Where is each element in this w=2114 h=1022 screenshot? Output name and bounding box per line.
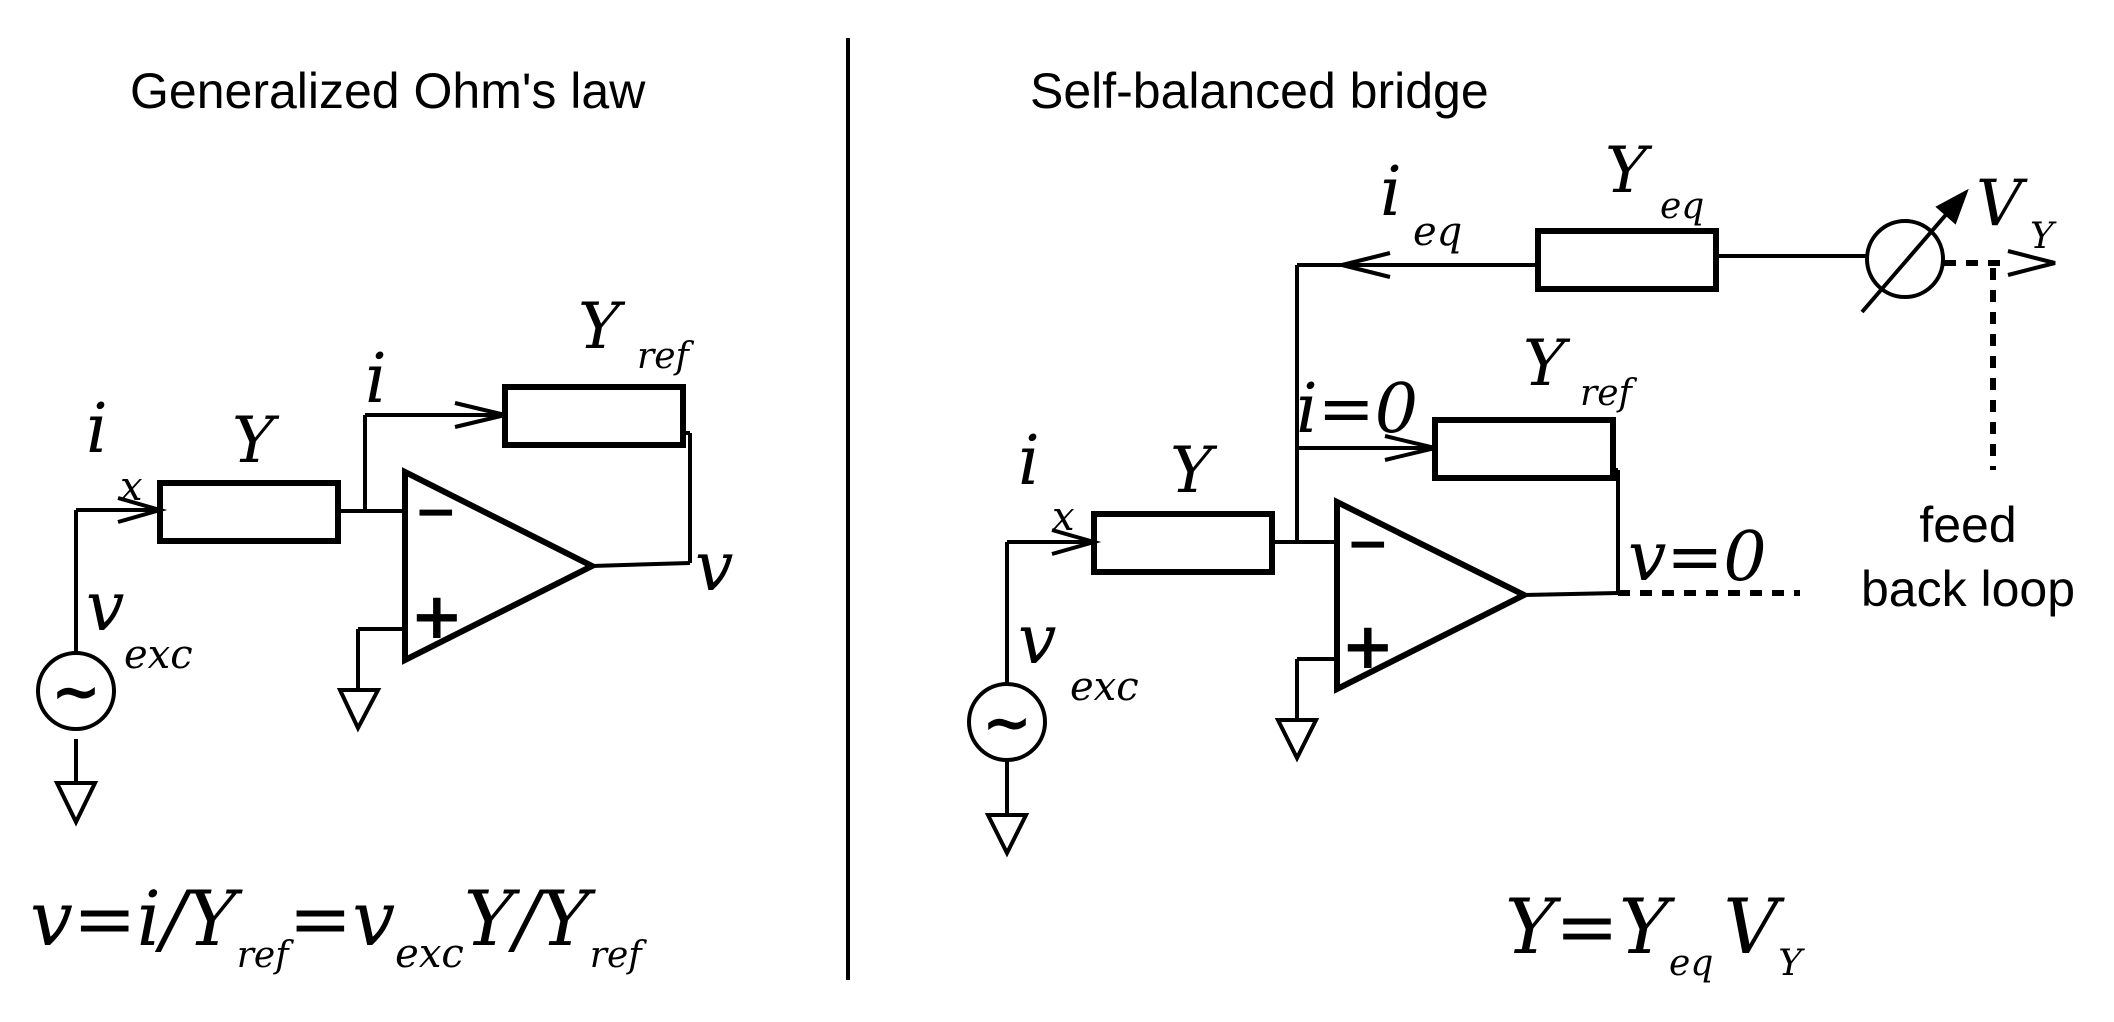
right-label-vexc: v [1018,601,1056,680]
right-label-ieq: i [1380,153,1402,232]
right-ieq-arrow-icon [1341,251,1391,279]
right-plus-icon: + [1341,610,1395,684]
left-minus-icon: − [414,482,458,542]
right-label-yeq-sub: eq [1660,186,1704,227]
right-op-amp-icon [1334,497,1531,694]
left-source-ground-icon [53,781,99,827]
right-resistor-y [1091,511,1275,575]
right-opamp-ground-icon [1274,718,1320,763]
right-feedback-label-line2: back loop [1861,561,2075,617]
left-label-ix-sub: x [120,464,143,510]
right-label-ieq-sub: eq [1413,209,1462,255]
left-output-wire [591,561,691,568]
left-opamp-ground-icon [336,688,382,733]
right-minus-icon: − [1346,514,1390,574]
right-feedback-label-line1: feed [1919,497,2016,553]
left-resistor-y [157,480,341,544]
right-resistor-yref [1432,417,1616,481]
right-label-ix-sub: x [1052,494,1075,540]
right-variable-arrow-shaft [1860,208,1952,314]
left-label-ix: i [86,390,108,469]
right-label-vy: V [1976,167,2028,241]
left-plus-icon: + [410,580,464,654]
right-label-vy-sub: Y [2030,216,2057,257]
left-panel: Generalized Ohm's law ~ − + i x [30,63,733,977]
right-title: Self-balanced bridge [1030,63,1489,119]
right-source-ground-icon [984,813,1030,858]
right-label-yref-sub: ref [1580,373,1638,414]
right-variable-arrow-icon [1935,188,1969,225]
right-label-y: Y [1170,434,1218,508]
right-label-yref: Y [1523,327,1571,401]
right-vy-arrow-icon [2007,249,2056,277]
left-label-yref: Y [578,290,626,364]
left-label-yref-sub: ref [637,336,695,377]
left-equation: v=i/Yref=vexcY/Yref [30,874,647,977]
right-tilde-icon: ~ [982,688,1032,758]
left-resistor-yref [502,384,686,448]
left-op-amp-icon [402,467,599,665]
left-label-vexc: v [86,568,124,647]
left-label-v: v [695,528,733,607]
right-panel: Self-balanced bridge ~ [967,63,2075,984]
right-variable-source-icon [1865,219,1945,299]
left-label-i: i [365,340,387,419]
right-label-yeq: Y [1605,134,1653,208]
right-label-i0: i=0 [1296,370,1418,449]
left-label-y: Y [232,404,280,478]
right-resistor-yeq [1535,228,1719,292]
left-tilde-icon: ~ [51,657,101,727]
left-title: Generalized Ohm's law [130,63,646,119]
right-label-v0: v=0 [1628,518,1767,597]
left-label-vexc-sub: exc [124,632,193,678]
right-label-vexc-sub: exc [1070,664,1139,710]
right-output-wire [1523,591,1619,597]
right-label-ix: i [1018,422,1040,501]
